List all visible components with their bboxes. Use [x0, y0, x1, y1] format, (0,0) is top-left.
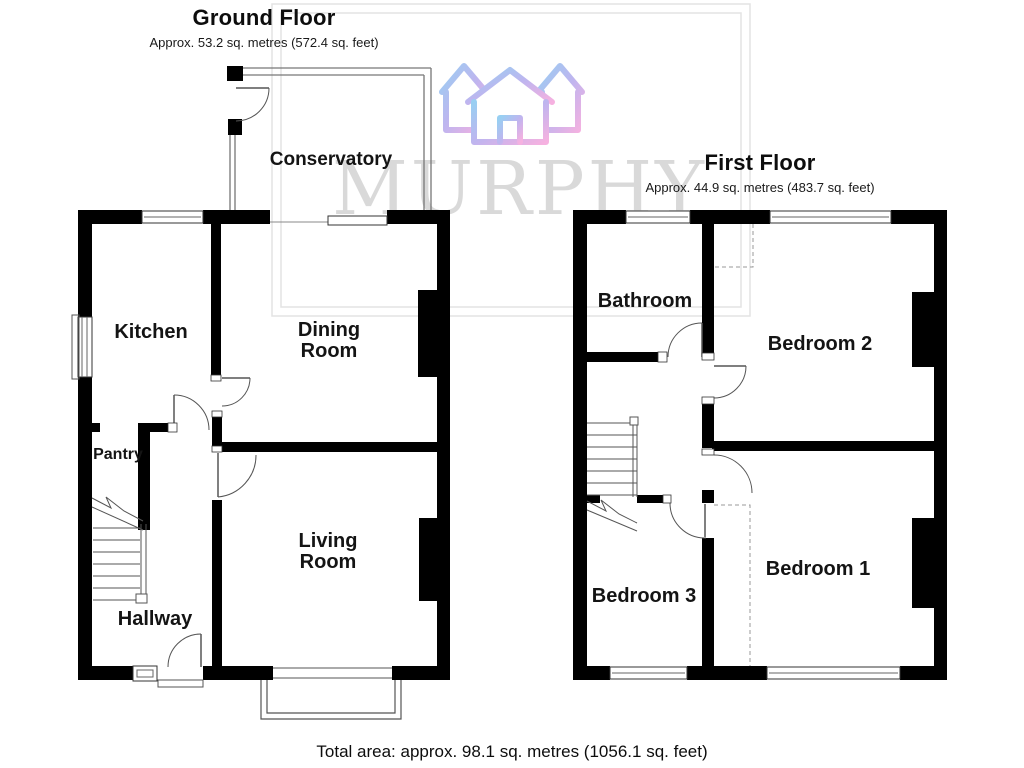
bedroom1-chimney-breast [912, 518, 934, 608]
conservatory-walls [228, 67, 432, 219]
ground-doors [167, 377, 257, 668]
first-windows [609, 210, 901, 680]
first-stairs [586, 416, 639, 532]
room-label-bedroom-2: Bedroom 2 [767, 333, 873, 355]
ground-outer-walls [78, 210, 450, 680]
ground-interior-walls [92, 224, 437, 666]
ground-floor-title: Ground Floor [192, 5, 336, 30]
room-label-kitchen: Kitchen [114, 321, 188, 343]
room-label-bathroom: Bathroom [597, 290, 693, 312]
room-label-conservatory: Conservatory [269, 149, 393, 170]
room-label-living-room: Living Room [298, 530, 358, 573]
dining-chimney-breast [418, 290, 437, 377]
ground-floor-header: Ground Floor Approx. 53.2 sq. metres (57… [98, 5, 430, 50]
conservatory-door [235, 87, 270, 122]
first-floor-title: First Floor [704, 150, 816, 175]
room-label-bedroom-1: Bedroom 1 [765, 558, 871, 580]
first-floor-header: First Floor Approx. 44.9 sq. metres (483… [590, 150, 930, 195]
first-interior-walls [573, 224, 934, 666]
ground-stairs [91, 496, 148, 604]
room-label-dining-room: Dining Room [297, 319, 361, 362]
ground-floor-area: Approx. 53.2 sq. metres (572.4 sq. feet) [149, 35, 379, 50]
first-doors [667, 322, 753, 539]
dashed-lines [714, 224, 754, 666]
room-label-bedroom-3: Bedroom 3 [591, 585, 697, 607]
watermark-frame [271, 3, 751, 317]
first-outer-walls [573, 210, 947, 680]
first-floor-plan [573, 210, 947, 680]
bay-window [260, 667, 402, 720]
total-area-text: Total area: approx. 98.1 sq. metres (105… [316, 742, 708, 761]
ground-floor-plan [71, 66, 450, 720]
first-floor-area: Approx. 44.9 sq. metres (483.7 sq. feet) [645, 180, 875, 195]
murphy-houses-logo-icon [439, 63, 585, 145]
room-label-hallway: Hallway [117, 608, 193, 630]
room-label-pantry: Pantry [93, 446, 143, 463]
bedroom2-chimney-breast [912, 292, 934, 367]
living-chimney-breast [419, 518, 437, 601]
ground-door-jambs [167, 374, 223, 453]
ground-windows [71, 210, 388, 688]
first-door-jambs [657, 351, 715, 504]
